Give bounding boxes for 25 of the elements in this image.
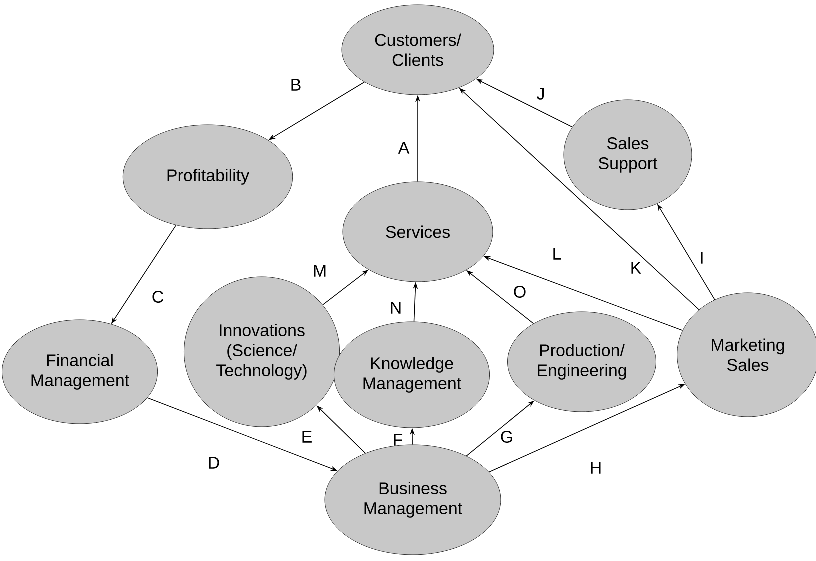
edge-label: B [292, 79, 301, 91]
edge-label: M [314, 265, 326, 277]
edge-label: L [554, 248, 562, 260]
edge-label: F [394, 434, 403, 446]
edge-label: G [501, 430, 512, 444]
edge-label: H [591, 462, 601, 474]
ellipse-node: Customers/ Clients [342, 4, 494, 96]
ellipse-node: Production/ Engineering [508, 312, 656, 412]
edge-label: I [701, 252, 703, 264]
edge-label: J [537, 88, 544, 100]
ellipse-node: Business Management [324, 444, 502, 556]
ellipse-node: Innovations (Science/ Technology) [184, 276, 340, 428]
edge-label: E [302, 431, 312, 443]
ellipse-node: Financial Management [2, 320, 158, 424]
edge-label: N [391, 302, 401, 314]
ellipse-node: Knowledge Management [334, 322, 490, 428]
edge-label: D [209, 457, 220, 469]
edge-label: O [514, 286, 526, 298]
ellipse-node: Sales Support [564, 100, 692, 210]
edge-label: A [398, 142, 410, 154]
ellipse-node: Services [342, 182, 494, 282]
ellipse-node: Profitability [122, 124, 294, 230]
edge-label: C [152, 290, 164, 304]
edge-label: K [632, 262, 642, 274]
ellipse-node: Marketing Sales [677, 292, 816, 418]
